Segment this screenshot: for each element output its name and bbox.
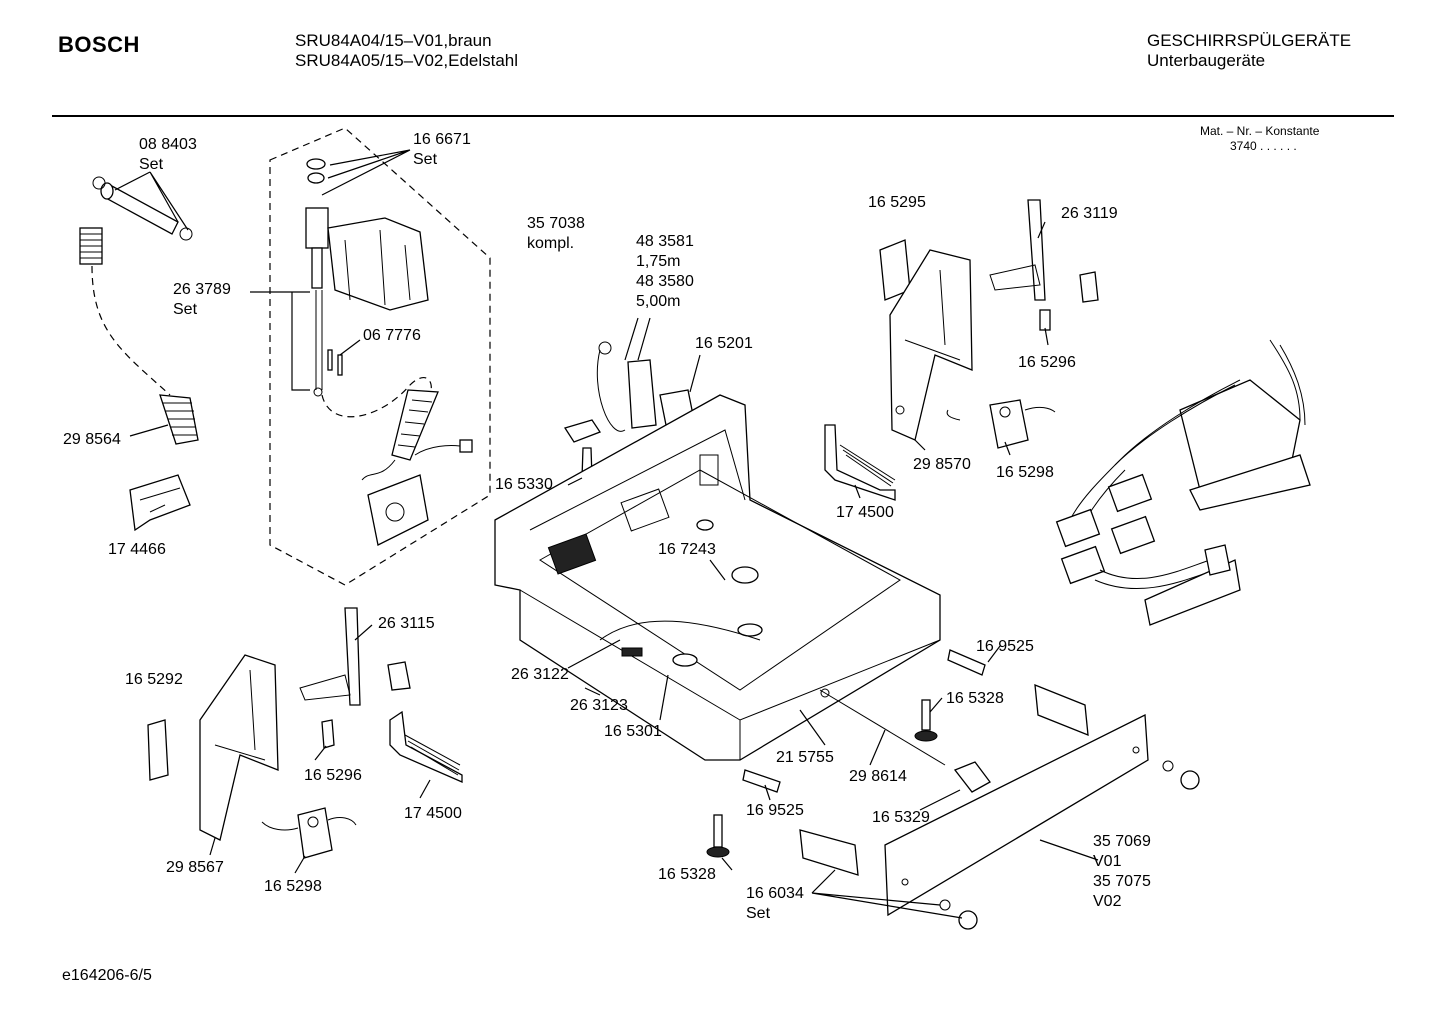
part-screw-169525-bottom [742,769,781,793]
callout-067776: 06 7776 [363,327,421,344]
callout-165328-bottom: 16 5328 [658,866,716,883]
assembly-boundary [269,127,491,586]
leader-lines [114,149,1099,919]
callout-263119: 26 3119 [1061,205,1118,222]
model-line-2: SRU84A05/15–V02,Edelstahl [295,51,519,70]
document-code: e164206-6/5 [62,967,152,984]
dashed-cable [321,377,432,418]
header-rule [52,115,1394,117]
brand-logo: BOSCH [58,32,140,57]
callout-165298-bottom: 16 5298 [264,878,322,895]
part-screw-165328-bottom [706,814,730,858]
callout-169525-bottom: 16 9525 [746,802,804,819]
callout-165296-bottom: 16 5296 [304,767,362,784]
part-bracket-263119 [989,199,1099,331]
callout-215755: 21 5755 [776,749,834,766]
part-screw-169525-top [947,649,986,676]
part-front-panel [884,713,1149,917]
model-line-1: SRU84A04/15–V01,braun [295,31,492,50]
callout-174500-top: 17 4500 [836,504,894,521]
callout-298564: 29 8564 [63,431,121,448]
dashed-hose [91,265,171,396]
callout-298570: 29 8570 [913,456,971,473]
part-bracket-174466 [129,474,191,532]
category-line-1: GESCHIRRSPÜLGERÄTE [1147,31,1352,50]
part-spring-174500-bottom [389,710,463,783]
part-micro-switch-165298-bottom [261,807,357,859]
callout-165301: 16 5301 [604,723,662,740]
callout-165292: 16 5292 [125,671,183,688]
part-module-box [367,474,429,546]
callout-263123: 26 3123 [570,697,628,714]
mat-nr-value: 3740 . . . . . . [1230,139,1297,153]
part-bracket-298570 [889,249,973,441]
mat-nr-caption: Mat. – Nr. – Konstante [1200,124,1320,138]
part-hose-pipe [92,176,193,241]
callout-263115: 26 3115 [378,615,435,632]
part-bracket-165292 [147,719,169,781]
callout-263122: 26 3122 [511,666,569,683]
part-wiring-harness [1055,339,1311,626]
callout-165328-mid: 16 5328 [946,690,1004,707]
part-cable-48-3581 [596,341,695,432]
callout-174500-bottom: 17 4500 [404,805,462,822]
part-sensor-cable [361,389,473,481]
callout-169525-top: 16 9525 [976,638,1034,655]
part-micro-switch-165298 [946,399,1056,449]
callout-165295: 16 5295 [868,194,926,211]
part-base-tub [494,394,941,761]
callout-165298-top: 16 5298 [996,464,1054,481]
part-connector-strip-166034 [799,683,1200,930]
callout-165296-top: 16 5296 [1018,354,1076,371]
callout-165330: 16 5330 [495,476,553,493]
part-valve-assembly [305,158,429,397]
part-corrugated-hose [159,394,199,445]
callout-167243: 16 7243 [658,541,716,558]
part-screw-165328-mid [914,699,938,742]
callout-174466: 17 4466 [108,541,166,558]
part-spring-174500-top [824,424,896,501]
part-knob-165329 [953,761,991,793]
callout-165201: 16 5201 [695,335,753,352]
part-bellows [79,227,103,265]
callout-298614: 29 8614 [849,768,907,785]
part-bracket-298567 [199,654,279,841]
part-rod-215755 [819,688,946,766]
category-line-2: Unterbaugeräte [1147,51,1266,70]
callout-165329: 16 5329 [872,809,930,826]
callout-298567: 29 8567 [166,859,224,876]
part-bracket-263115 [299,607,411,749]
